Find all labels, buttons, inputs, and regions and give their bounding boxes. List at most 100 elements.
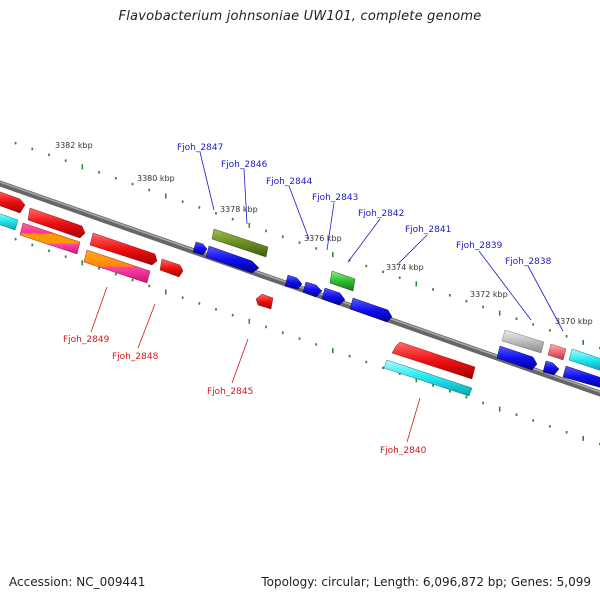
gene-label-fjoh-2847[interactable]: Fjoh_2847 bbox=[177, 143, 223, 153]
topology-text: Topology: circular; Length: 6,096,872 bp… bbox=[261, 575, 591, 589]
minor-tick bbox=[365, 264, 368, 268]
minor-tick bbox=[515, 317, 518, 320]
minor-tick bbox=[114, 273, 117, 276]
forward-strand-genes bbox=[0, 190, 600, 388]
minor-tick bbox=[281, 235, 284, 238]
major-tick bbox=[498, 406, 501, 412]
genome-backbone bbox=[0, 180, 600, 397]
gene-arrow[interactable] bbox=[89, 232, 158, 266]
major-tick bbox=[332, 348, 334, 354]
minor-tick bbox=[198, 302, 201, 305]
gene-label-fjoh-2842[interactable]: Fjoh_2842 bbox=[358, 209, 404, 219]
minor-tick bbox=[432, 384, 434, 387]
scale-label: 3372 kbp bbox=[470, 290, 508, 299]
minor-tick bbox=[215, 212, 217, 215]
major-tick bbox=[248, 222, 251, 228]
minor-tick bbox=[348, 354, 351, 358]
gene-label-fjoh-2845[interactable]: Fjoh_2845 bbox=[207, 387, 253, 397]
major-tick bbox=[81, 164, 84, 170]
gene-arrow[interactable] bbox=[27, 207, 86, 239]
gene-arrow[interactable] bbox=[329, 270, 356, 292]
minor-tick bbox=[398, 372, 401, 375]
minor-tick bbox=[315, 343, 318, 346]
minor-tick bbox=[14, 237, 17, 241]
major-tick bbox=[165, 193, 167, 199]
gene-label-fjoh-2838[interactable]: Fjoh_2838 bbox=[505, 257, 552, 267]
minor-tick bbox=[448, 390, 451, 393]
major-tick bbox=[415, 281, 418, 287]
gene-label-fjoh-2849[interactable]: Fjoh_2849 bbox=[63, 335, 110, 345]
major-tick bbox=[165, 289, 167, 295]
gene-arrow[interactable] bbox=[0, 190, 26, 214]
gene-arrow[interactable] bbox=[321, 287, 346, 306]
minor-tick bbox=[549, 329, 551, 332]
minor-tick bbox=[265, 325, 267, 329]
minor-tick bbox=[48, 249, 50, 253]
forward-gene-labels: Fjoh_2847 Fjoh_2846 Fjoh_2844 Fjoh_2843 … bbox=[177, 143, 552, 267]
major-tick bbox=[498, 310, 501, 316]
gene-arrow[interactable] bbox=[302, 281, 323, 298]
minor-tick bbox=[532, 323, 535, 326]
gene-label-fjoh-2839[interactable]: Fjoh_2839 bbox=[456, 241, 503, 251]
minor-tick bbox=[532, 419, 535, 422]
gene-label-fjoh-2848[interactable]: Fjoh_2848 bbox=[112, 352, 159, 362]
major-tick bbox=[582, 435, 584, 441]
minor-tick bbox=[148, 188, 151, 192]
minor-tick bbox=[549, 425, 551, 428]
minor-tick bbox=[31, 243, 34, 247]
gene-arrow[interactable] bbox=[501, 329, 545, 354]
minor-tick bbox=[298, 337, 301, 340]
gene-label-fjoh-2846[interactable]: Fjoh_2846 bbox=[221, 160, 268, 170]
gene-arrow[interactable] bbox=[547, 343, 567, 361]
minor-tick bbox=[565, 431, 568, 434]
gene-arrow[interactable] bbox=[255, 293, 274, 310]
gene-arrow[interactable] bbox=[205, 245, 260, 274]
reverse-gene-labels: Fjoh_2849 Fjoh_2848 Fjoh_2845 Fjoh_2840 bbox=[63, 335, 427, 456]
gene-arrow[interactable] bbox=[19, 222, 81, 255]
reverse-strand-genes bbox=[0, 212, 476, 397]
minor-tick bbox=[515, 413, 518, 416]
gene-arrow[interactable] bbox=[284, 274, 303, 290]
gene-label-fjoh-2844[interactable]: Fjoh_2844 bbox=[266, 177, 313, 187]
scale-label: 3376 kbp bbox=[304, 234, 342, 243]
minor-tick bbox=[14, 141, 17, 145]
minor-tick bbox=[64, 159, 67, 162]
minor-tick bbox=[198, 206, 201, 209]
outer-tick-row bbox=[14, 141, 600, 350]
minor-tick bbox=[482, 401, 484, 405]
minor-tick bbox=[465, 299, 468, 303]
major-tick bbox=[582, 339, 584, 345]
gene-arrow[interactable] bbox=[542, 360, 560, 376]
gene-label-fjoh-2841[interactable]: Fjoh_2841 bbox=[405, 225, 451, 235]
minor-tick bbox=[98, 171, 100, 174]
gene-arrow[interactable] bbox=[391, 341, 476, 380]
gene-arrow[interactable] bbox=[211, 228, 269, 258]
minor-tick bbox=[131, 278, 134, 282]
gene-arrow[interactable] bbox=[192, 241, 208, 256]
inner-tick-row bbox=[14, 237, 600, 446]
gene-arrow[interactable] bbox=[383, 359, 473, 397]
gene-arrow[interactable] bbox=[0, 212, 19, 231]
gene-label-fjoh-2840[interactable]: Fjoh_2840 bbox=[380, 446, 427, 456]
minor-tick bbox=[565, 335, 568, 338]
gene-label-fjoh-2843[interactable]: Fjoh_2843 bbox=[312, 193, 358, 203]
forward-label-leaders bbox=[199, 151, 564, 332]
scale-label: 3374 kbp bbox=[386, 263, 424, 272]
gene-arrow[interactable] bbox=[83, 249, 151, 284]
gene-arrow[interactable] bbox=[568, 348, 600, 371]
minor-tick bbox=[148, 284, 151, 288]
gene-arrow[interactable] bbox=[562, 365, 600, 388]
minor-tick bbox=[382, 366, 384, 370]
major-tick bbox=[415, 377, 418, 383]
minor-tick bbox=[365, 360, 368, 364]
minor-tick bbox=[465, 395, 468, 399]
map-title: Flavobacterium johnsoniae UW101, complet… bbox=[118, 9, 482, 24]
accession-text: Accession: NC_009441 bbox=[9, 575, 146, 589]
gene-arrow[interactable] bbox=[496, 345, 538, 371]
scale-label: 3378 kbp bbox=[220, 205, 258, 214]
gene-arrow[interactable] bbox=[159, 258, 184, 278]
scale-label: 3370 kbp bbox=[555, 317, 593, 326]
reverse-label-leaders bbox=[90, 286, 421, 443]
gene-arrow[interactable] bbox=[349, 297, 393, 323]
minor-tick bbox=[482, 305, 484, 309]
